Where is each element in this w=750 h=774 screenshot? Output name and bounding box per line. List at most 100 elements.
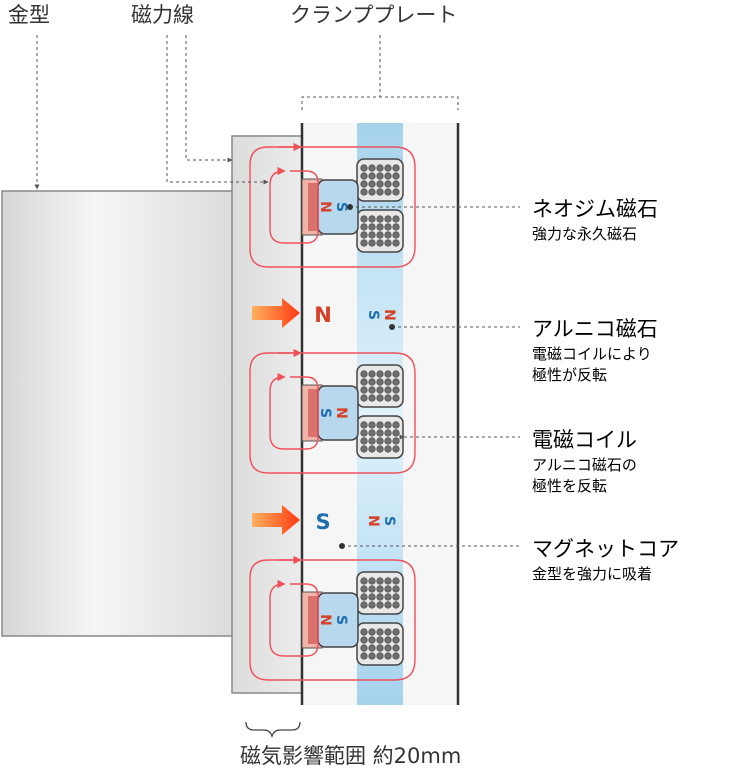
coil-winding-dot [392, 394, 400, 402]
neodymium-dot [347, 204, 353, 210]
coil-winding-dot [392, 386, 400, 394]
coil-winding-dot [392, 628, 400, 636]
core-dot [339, 543, 345, 549]
coil-winding-dot [360, 593, 368, 601]
neodymium-pole-n: N [317, 201, 333, 213]
coil-winding-dot [392, 421, 400, 429]
coil-winding-dot [384, 628, 392, 636]
coil-winding-dot [360, 445, 368, 453]
coil-winding-dot [392, 378, 400, 386]
core-callout: マグネットコア 金型を強力に吸着 [532, 533, 679, 584]
coil-winding-dot [376, 421, 384, 429]
core-desc: 金型を強力に吸着 [532, 565, 653, 583]
clamp-bracket [301, 96, 459, 110]
neodymium-pole-labels: SN [317, 201, 349, 213]
coil-winding-dot [392, 239, 400, 247]
coil-winding-dot [368, 636, 376, 644]
coil-winding-dot [360, 188, 368, 196]
electromagnetic-coil [356, 158, 404, 202]
coil-desc-1: アルニコ磁石の [532, 456, 637, 474]
coil-winding-dot [368, 394, 376, 402]
coil-winding-dot [360, 585, 368, 593]
coil-winding-dot [376, 628, 384, 636]
coil-winding-dot [384, 593, 392, 601]
electromagnetic-coil [356, 571, 404, 615]
coil-winding-dot [376, 644, 384, 652]
neodymium-pole-s: S [333, 202, 349, 212]
coil-winding-dot [392, 445, 400, 453]
neodymium-pole-labels: NS [317, 407, 349, 419]
coil-winding-dot [384, 394, 392, 402]
coil-callout: 電磁コイル アルニコ磁石の 極性を反転 [532, 424, 637, 496]
neodymium-pole-s: S [317, 408, 333, 418]
magnetic-range-label: 磁気影響範囲 約20mm [240, 744, 462, 768]
coil-winding-dot [392, 223, 400, 231]
coil-winding-dot [384, 429, 392, 437]
flux-leader-line-2 [166, 35, 269, 185]
coil-winding-dot [368, 593, 376, 601]
coil-winding-dot [376, 636, 384, 644]
coil-winding-dot [360, 223, 368, 231]
coil-winding-dot [360, 215, 368, 223]
coil-winding-dot [368, 386, 376, 394]
coil-winding-dot [368, 429, 376, 437]
coil-winding-dot [376, 394, 384, 402]
coil-winding-dot [384, 223, 392, 231]
coil-winding-dot [360, 577, 368, 585]
coil-winding-dot [368, 239, 376, 247]
coil-winding-dot [360, 172, 368, 180]
coil-winding-dot [384, 188, 392, 196]
coil-winding-dot [376, 164, 384, 172]
coil-winding-dot [368, 644, 376, 652]
neodymium-pole-shade [308, 389, 320, 437]
coil-winding-dot [368, 652, 376, 660]
coil-winding-dot [360, 386, 368, 394]
coil-winding-dot [368, 577, 376, 585]
coil-winding-dot [392, 601, 400, 609]
coil-winding-dot [376, 180, 384, 188]
coil-winding-dot [376, 239, 384, 247]
coil-winding-dot [368, 585, 376, 593]
neodymium-pole-n: N [333, 407, 349, 419]
coil-winding-dot [384, 437, 392, 445]
coil-winding-dot [376, 593, 384, 601]
coil-winding-dot [392, 593, 400, 601]
alnico-pole-2-bottom: N [365, 515, 381, 527]
flux-loop-outer [249, 146, 416, 268]
coil-winding-dot [384, 370, 392, 378]
coil-winding-dot [376, 386, 384, 394]
neodymium-pole-labels: SN [317, 614, 349, 626]
flux-loop-inner [269, 579, 319, 657]
coil-winding-dot [360, 239, 368, 247]
coil-winding-dot [376, 652, 384, 660]
coil-winding-dot [392, 652, 400, 660]
coil-winding-dot [360, 437, 368, 445]
flux-loop-inner [269, 166, 319, 244]
coil-winding-dot [384, 231, 392, 239]
coil-winding-dot [360, 180, 368, 188]
coil-winding-dot [368, 445, 376, 453]
neodymium-pole-shade [308, 183, 320, 231]
coil-winding-dot [360, 601, 368, 609]
coil-winding-dot [376, 445, 384, 453]
coil-winding-dot [392, 429, 400, 437]
flux-loop-inner [269, 372, 319, 450]
coil-winding-dot [368, 437, 376, 445]
coil-winding-dot [384, 172, 392, 180]
flux-loop-outer [249, 559, 416, 681]
coil-winding-dot [360, 636, 368, 644]
coil-winding-dot [376, 188, 384, 196]
coil-winding-dot [360, 370, 368, 378]
coil-winding-dot [384, 239, 392, 247]
neodymium-title: ネオジム磁石 [532, 197, 658, 221]
coil-winding-dot [368, 164, 376, 172]
clamp-plate-label: クランププレート [290, 3, 458, 27]
attraction-arrow-2 [252, 505, 300, 535]
mold-label: 金型 [8, 3, 50, 27]
coil-winding-dot [368, 628, 376, 636]
attraction-arrow-1 [252, 298, 300, 328]
coil-winding-dot [368, 223, 376, 231]
coil-winding-dot [376, 601, 384, 609]
coil-winding-dot [360, 394, 368, 402]
